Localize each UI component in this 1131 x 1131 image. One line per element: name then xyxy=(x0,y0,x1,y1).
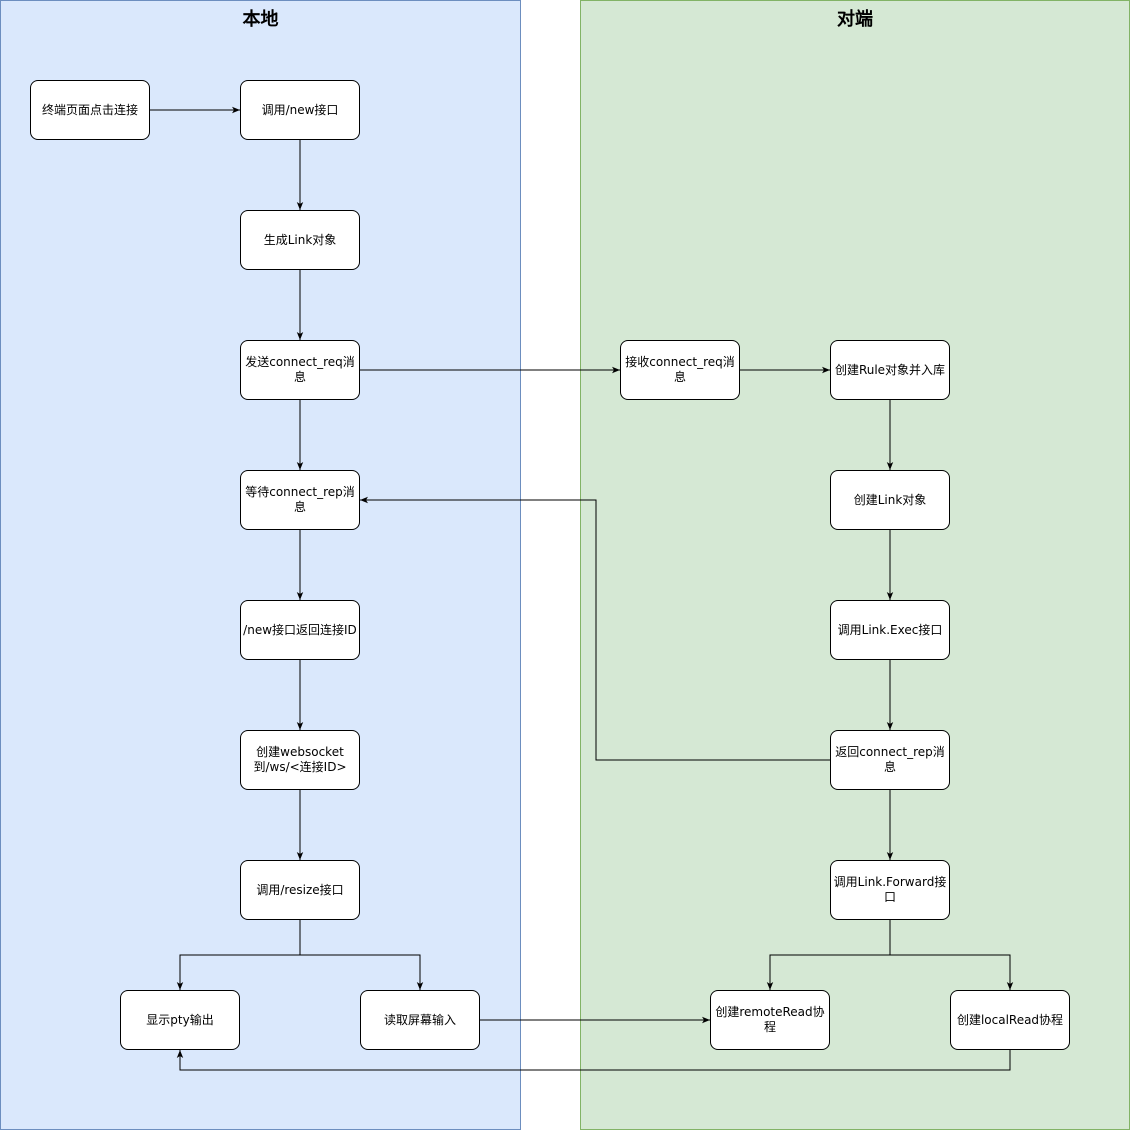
node-call-forward: 调用Link.Forward接口 xyxy=(830,860,950,920)
node-send-req: 发送connect_req消息 xyxy=(240,340,360,400)
node-recv-req: 接收connect_req消息 xyxy=(620,340,740,400)
node-create-ws: 创建websocket 到/ws/<连接ID> xyxy=(240,730,360,790)
node-remote-read: 创建remoteRead协程 xyxy=(710,990,830,1050)
node-wait-rep: 等待connect_rep消息 xyxy=(240,470,360,530)
node-create-rule: 创建Rule对象并入库 xyxy=(830,340,950,400)
local-lane: 本地 xyxy=(0,0,521,1130)
node-read-input: 读取屏幕输入 xyxy=(360,990,480,1050)
node-create-link: 创建Link对象 xyxy=(830,470,950,530)
node-return-id: /new接口返回连接ID xyxy=(240,600,360,660)
node-local-read: 创建localRead协程 xyxy=(950,990,1070,1050)
local-lane-title: 本地 xyxy=(242,9,279,30)
node-gen-link: 生成Link对象 xyxy=(240,210,360,270)
node-return-rep: 返回connect_rep消息 xyxy=(830,730,950,790)
node-call-exec: 调用Link.Exec接口 xyxy=(830,600,950,660)
remote-lane-title: 对端 xyxy=(837,9,873,30)
node-call-new: 调用/new接口 xyxy=(240,80,360,140)
remote-lane: 对端 xyxy=(580,0,1130,1130)
node-call-resize: 调用/resize接口 xyxy=(240,860,360,920)
node-click-connect: 终端页面点击连接 xyxy=(30,80,150,140)
node-show-pty: 显示pty输出 xyxy=(120,990,240,1050)
